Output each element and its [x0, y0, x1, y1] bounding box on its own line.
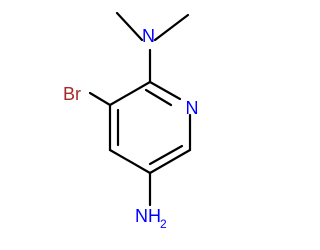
amino-nh-label: NH	[135, 206, 161, 226]
ring-nitrogen-label: N	[186, 98, 199, 118]
bond-c6-c5	[148, 148, 192, 175]
amino-subscript-label: 2	[160, 217, 167, 231]
molecule-structure: N N Br NH 2	[63, 11, 199, 231]
bromine-label: Br	[63, 84, 81, 104]
amine-nitrogen-label: N	[142, 26, 155, 46]
bond-c5-c4	[108, 148, 152, 175]
bond-c3-br	[88, 91, 112, 107]
bond-methyl-right	[153, 13, 190, 42]
bond-c2-n1	[148, 80, 182, 101]
atom-labels: N N Br NH 2	[63, 26, 199, 231]
bond-c2-n1-inner	[144, 88, 173, 107]
bond-c6-c5-inner	[148, 144, 184, 166]
bond-methyl-left	[115, 11, 144, 42]
amino-group-label: NH 2	[135, 206, 167, 231]
bond-c2-c3	[108, 80, 152, 107]
bond-lines	[88, 11, 192, 207]
